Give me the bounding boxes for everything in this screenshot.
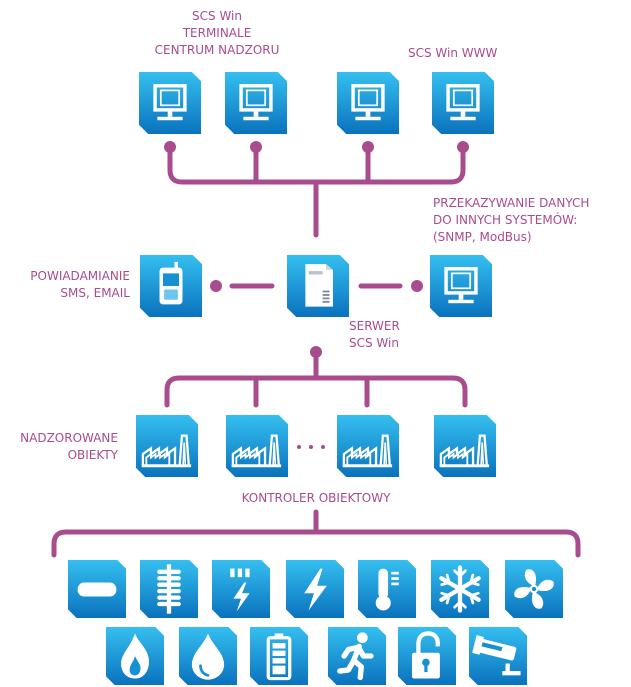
- mid-bracket: [164, 375, 468, 408]
- controller-label: KONTROLER OBIEKTOWY: [241, 491, 391, 505]
- factory-icon: [434, 415, 496, 477]
- terminals-label-line: TERMINALE: [182, 26, 252, 40]
- connection-dot: [362, 141, 374, 153]
- cctv-camera-icon: [469, 627, 527, 685]
- monitor-icon: [432, 72, 494, 134]
- terminals-label-line: SCS Win: [192, 9, 242, 23]
- power-supply-icon: [212, 560, 270, 618]
- monitor-icon: [139, 72, 201, 134]
- connection-dot: [164, 141, 176, 153]
- terminals-label: SCS Win TERMINALE CENTRUM NADZORU: [127, 8, 307, 59]
- objects-label-line: OBIEKTY: [67, 448, 118, 462]
- connection-dot: [210, 280, 222, 292]
- server-label-line: SERWER: [349, 319, 400, 333]
- factory-icon: [136, 415, 198, 477]
- snowflake-icon: [431, 560, 489, 618]
- fan-icon: [505, 560, 563, 618]
- connection-lines: [51, 141, 581, 558]
- notify-label-line: POWIADAMIANIE: [30, 269, 130, 283]
- connection-dot: [310, 346, 322, 358]
- lightning-icon: [286, 560, 344, 618]
- unlocked-padlock-icon: [398, 627, 456, 685]
- flame-icon: [106, 627, 164, 685]
- monitor-icon: [430, 255, 492, 317]
- notify-label-line: SMS, EMAIL: [60, 286, 130, 300]
- factory-icon: [226, 415, 288, 477]
- server-label: SERWER SCS Win: [349, 318, 400, 352]
- server-icon: [287, 255, 349, 317]
- objects-label: NADZOROWANE OBIEKTY: [2, 430, 118, 464]
- forwarding-label-line: PRZEKAZYWANIE DANYCH: [433, 196, 590, 210]
- factory-icon: [337, 415, 399, 477]
- running-person-icon: [328, 627, 386, 685]
- connection-dot: [250, 141, 262, 153]
- forwarding-label: PRZEKAZYWANIE DANYCH DO INNYCH SYSTEMÓW:…: [433, 195, 589, 246]
- notify-label: POWIADAMIANIE SMS, EMAIL: [2, 268, 130, 302]
- thermometer-icon: [358, 560, 416, 618]
- phone-icon: [140, 255, 202, 317]
- water-drop-icon: [179, 627, 237, 685]
- www-label: SCS Win WWW: [408, 46, 498, 60]
- sensor-tiles: [68, 560, 563, 685]
- nodes: [136, 72, 496, 477]
- bottom-bracket: [51, 529, 581, 558]
- minus-icon: [68, 560, 126, 618]
- monitor-icon: [337, 72, 399, 134]
- connection-dot: [457, 141, 469, 153]
- top-bracket: [167, 147, 466, 185]
- server-label-line: SCS Win: [349, 336, 399, 350]
- battery-icon: [250, 627, 308, 685]
- objects-label-line: NADZOROWANE: [20, 431, 118, 445]
- monitor-icon: [225, 72, 287, 134]
- forwarding-label-line: DO INNYCH SYSTEMÓW:: [433, 213, 578, 227]
- terminals-label-line: CENTRUM NADZORU: [154, 43, 280, 57]
- forwarding-label-line: (SNMP, ModBus): [433, 230, 532, 244]
- heater-coil-icon: [140, 560, 198, 618]
- ellipsis-dot: [321, 445, 325, 449]
- connection-dot: [411, 280, 423, 292]
- ellipsis-dot: [309, 445, 313, 449]
- ellipsis-dot: [297, 445, 301, 449]
